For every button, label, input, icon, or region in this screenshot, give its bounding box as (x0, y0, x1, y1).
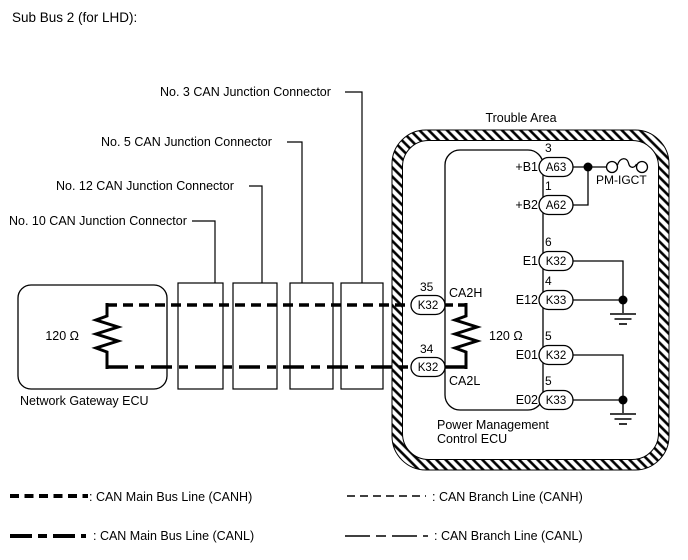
connector-code-e12: K33 (546, 295, 566, 307)
leader-line-no10 (192, 220, 216, 283)
b2-wire (573, 167, 589, 206)
pin-number-b2: 1 (545, 179, 552, 193)
power-management-ecu-box (444, 149, 544, 411)
leader-line-no3 (345, 91, 363, 283)
legend-label-main-canl: : CAN Main Bus Line (CANL) (93, 529, 254, 543)
connector-code-e1: K32 (546, 256, 566, 268)
pmc-ecu-resistor-value: 120 Ω (489, 329, 523, 343)
junction-connector-box-no5 (289, 282, 334, 390)
pin-number-ca2l: 34 (420, 342, 434, 356)
connector-oval-e1 (538, 250, 574, 272)
junction-connector-box-no3 (340, 282, 384, 390)
pin-number-e1: 6 (545, 235, 552, 249)
leader-line-no5 (287, 141, 303, 283)
connector-oval-e01 (538, 344, 574, 366)
terminal-name-e02: E02 (516, 393, 538, 407)
connector-oval-ca2h (410, 294, 446, 316)
fuse-terminal-right (635, 160, 649, 174)
pin-number-e01: 5 (545, 329, 552, 343)
label-no5-junction-connector: No. 5 CAN Junction Connector (101, 135, 272, 149)
connector-oval-b2 (538, 194, 574, 216)
pmc-ecu-resistor-symbol (450, 303, 482, 369)
pin-number-e12: 4 (545, 274, 552, 288)
label-no3-junction-connector: No. 3 CAN Junction Connector (160, 85, 331, 99)
legend-label-main-canh: : CAN Main Bus Line (CANH) (89, 490, 252, 504)
terminal-name-e01: E01 (516, 348, 538, 362)
connector-code-b1: A63 (546, 162, 566, 174)
e01-wire (573, 354, 624, 400)
terminal-name-b2: +B2 (515, 198, 538, 212)
ng-ecu-resistor-symbol (91, 303, 123, 369)
trouble-area-label: Trouble Area (485, 111, 556, 125)
connector-oval-e02 (538, 389, 574, 411)
network-gateway-ecu-box (17, 284, 168, 390)
terminal-name-ca2h: CA2H (449, 286, 482, 300)
terminal-name-ca2l: CA2L (449, 374, 480, 388)
terminal-name-e12: E12 (516, 293, 538, 307)
fuse-terminal-left (605, 160, 619, 174)
e1-wire (573, 260, 624, 300)
ground-symbol-top (610, 300, 636, 325)
leader-line-no12 (249, 185, 263, 283)
fuse-element-wave (616, 158, 638, 168)
connector-code-e02: K33 (546, 395, 566, 407)
network-gateway-ecu-label: Network Gateway ECU (20, 394, 149, 408)
power-management-ecu-label-line1: Power Management (437, 418, 549, 432)
ground-symbol-bottom (610, 400, 636, 425)
terminal-name-b1: +B1 (515, 160, 538, 174)
terminal-name-e1: E1 (523, 254, 538, 268)
connector-code-ca2l: K32 (418, 362, 438, 374)
label-no12-junction-connector: No. 12 CAN Junction Connector (56, 179, 234, 193)
connector-code-b2: A62 (546, 200, 566, 212)
b1-b2-junction-dot (583, 162, 593, 172)
label-no10-junction-connector: No. 10 CAN Junction Connector (9, 214, 187, 228)
connector-oval-ca2l (410, 356, 446, 378)
legend-label-branch-canl: : CAN Branch Line (CANL) (434, 529, 583, 543)
legend-label-branch-canh: : CAN Branch Line (CANH) (432, 490, 583, 504)
legend: : CAN Main Bus Line (CANH) : CAN Main Bu… (10, 490, 583, 543)
ng-ecu-resistor-value: 120 Ω (45, 329, 79, 343)
connector-oval-e12 (538, 289, 574, 311)
connector-code-e01: K32 (546, 350, 566, 362)
junction-connector-box-no10 (177, 282, 224, 390)
pin-number-b1: 3 (545, 141, 552, 155)
pin-number-e02: 5 (545, 374, 552, 388)
page-title: Sub Bus 2 (for LHD): (12, 10, 137, 25)
fuse-label: PM-IGCT (596, 173, 647, 187)
power-management-ecu-label-line2: Control ECU (437, 432, 507, 446)
junction-connector-box-no12 (232, 282, 278, 390)
pin-number-ca2h: 35 (420, 280, 434, 294)
connector-oval-b1 (538, 156, 574, 178)
connector-code-ca2h: K32 (418, 300, 438, 312)
